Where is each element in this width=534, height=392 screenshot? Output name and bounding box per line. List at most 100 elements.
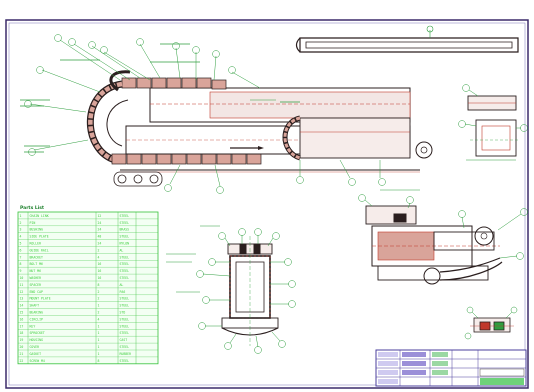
parts-list-cell: STEEL	[120, 359, 130, 363]
parts-list-cell: 8	[98, 359, 100, 363]
parts-list-cell: 12	[20, 290, 24, 294]
parts-list-cell: BOLT M6	[30, 262, 44, 266]
parts-list-cell: 2	[98, 290, 100, 294]
parts-list-cell: 16	[98, 269, 102, 273]
parts-list-cell: STEEL	[120, 297, 130, 301]
sheet-inner-frame	[8, 22, 526, 386]
parts-list-cell: 21	[20, 352, 24, 356]
parts-list-cell: STEEL	[120, 214, 130, 218]
parts-list-cell: 24	[98, 228, 102, 232]
callouts-section	[358, 189, 528, 260]
parts-list-cell: KEY	[30, 324, 36, 328]
parts-list-cell: END CAP	[30, 290, 44, 294]
parts-list-cell: 13	[20, 297, 24, 301]
parts-list-cell: STEEL	[120, 331, 130, 335]
parts-list-cell: BUSHING	[30, 228, 44, 232]
upper-chain-links	[121, 77, 227, 90]
parts-list-cell: 1	[98, 352, 100, 356]
parts-list-cell: STEEL	[120, 324, 130, 328]
parts-list-cell: 20	[20, 345, 24, 349]
parts-list-cell: 10	[20, 276, 24, 280]
parts-list-cell: GASKET	[30, 352, 42, 356]
parts-list-cell: 12	[98, 214, 102, 218]
parts-list-cell: 16	[98, 262, 102, 266]
parts-list-cell: SPACER	[30, 283, 42, 287]
parts-list-cell: 1	[98, 324, 100, 328]
parts-list-cell: 1	[98, 338, 100, 342]
parts-list-cell: 11	[20, 283, 24, 287]
parts-list-cell: 22	[20, 359, 24, 363]
parts-list-cell: 2	[20, 221, 22, 225]
parts-list-cell: SCREW M4	[30, 359, 45, 363]
parts-list-cell: SHAFT	[30, 304, 40, 308]
parts-list-cell: 19	[20, 338, 24, 342]
parts-list-cell: HOUSING	[30, 338, 44, 342]
parts-list-cell: 2	[98, 297, 100, 301]
parts-list-cell: STEEL	[120, 269, 130, 273]
parts-list-cell: 8	[20, 262, 22, 266]
parts-list-cell: 17	[20, 324, 24, 328]
parts-list-cell: STEEL	[120, 221, 130, 225]
parts-list-cell: 9	[20, 269, 22, 273]
parts-list-title: Parts List	[20, 205, 45, 211]
cable-chain-assembly	[86, 70, 433, 187]
sheet-border	[5, 19, 529, 389]
parts-list-cell: COVER	[30, 345, 40, 349]
parts-list-cell: STEEL	[120, 317, 130, 321]
lower-chain-links	[111, 153, 262, 165]
parts-list-cell: STEEL	[120, 345, 130, 349]
parts-list-cell: PIN	[30, 221, 36, 225]
end-roller	[415, 141, 433, 159]
section-view-right	[365, 205, 503, 285]
parts-list-cell: AL	[120, 248, 124, 252]
small-detail-view	[470, 317, 514, 333]
parts-list-cell: 1	[98, 331, 100, 335]
callouts-bracket	[458, 84, 528, 161]
bracket-detail-view	[467, 95, 520, 157]
parts-list-cell: SIDE PLATE	[30, 235, 49, 239]
parts-list-cell: 1	[98, 304, 100, 308]
parts-list-cell: STEEL	[120, 276, 130, 280]
parts-list-cell: 4	[98, 317, 100, 321]
parts-list-cell: AL	[120, 283, 124, 287]
parts-list-cell: 1	[20, 214, 22, 218]
parts-list-cell: 18	[20, 331, 24, 335]
parts-list-cell: STEEL	[120, 304, 130, 308]
parts-list-cell: MOUNT PLATE	[30, 297, 51, 301]
parts-list-cell: 15	[20, 311, 24, 315]
parts-list-cell: 16	[20, 317, 24, 321]
parts-list-cell: 6	[20, 248, 22, 252]
parts-list-cell: NYLON	[120, 242, 130, 246]
parts-list-cell: BRASS	[120, 228, 130, 232]
parts-list-cell: 3	[20, 228, 22, 232]
parts-list-cell: 5	[20, 242, 22, 246]
parts-list-cell: STEEL	[120, 255, 130, 259]
chain-bend-left	[86, 70, 131, 164]
parts-list-cell: 8	[98, 283, 100, 287]
parts-list-cell: SPROCKET	[30, 331, 45, 335]
parts-list-cell: CAST	[120, 338, 128, 342]
parts-list-cell: 2	[98, 248, 100, 252]
parts-list-cell: CHAIN LINK	[30, 214, 49, 218]
parts-list-cell: 1	[98, 345, 100, 349]
parts-list-cell: BEARING	[30, 311, 44, 315]
parts-list-cell: 2	[98, 311, 100, 315]
callouts-main	[24, 34, 386, 194]
parts-list-cell: GUIDE RAIL	[30, 248, 49, 252]
callouts-front	[166, 225, 296, 354]
parts-list-cell: STD	[120, 311, 126, 315]
parts-list-cell: 24	[98, 242, 102, 246]
parts-list-cell: PA6	[120, 290, 126, 294]
dimension-marks-main	[20, 43, 300, 153]
parts-list-cell: 4	[20, 235, 22, 239]
parts-list-cell: 16	[98, 276, 102, 280]
bottom-rollers	[113, 171, 163, 187]
parts-list-cell: 14	[20, 304, 24, 308]
title-block	[375, 349, 527, 387]
callouts-small	[464, 306, 518, 340]
parts-list-cell: WASHER	[30, 276, 42, 280]
parts-list-cell: 24	[98, 221, 102, 225]
parts-list-cell: 4	[98, 255, 100, 259]
